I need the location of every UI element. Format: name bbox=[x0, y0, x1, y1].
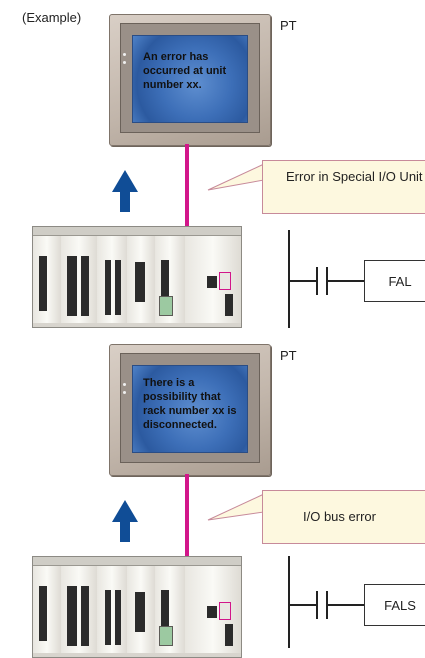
ladder-rung bbox=[326, 280, 364, 282]
contact-symbol-icon bbox=[316, 591, 318, 619]
contact-symbol-icon bbox=[316, 267, 318, 295]
up-arrow-icon bbox=[112, 500, 138, 522]
connection-cable bbox=[185, 474, 189, 608]
example-label: (Example) bbox=[22, 10, 82, 25]
ladder-rung bbox=[326, 604, 364, 606]
up-arrow-shaft bbox=[120, 192, 130, 212]
pt-led-icon bbox=[123, 53, 126, 56]
instruction-fals: FALS bbox=[364, 584, 425, 626]
plc-unit-1 bbox=[32, 226, 242, 328]
pt-screen-message: An error has occurred at unit number xx. bbox=[143, 51, 227, 91]
ladder-left-rail bbox=[288, 556, 290, 648]
pt-display-2: There is a possibility that rack number … bbox=[109, 344, 271, 476]
callout-io-bus-error: I/O bus error bbox=[262, 490, 425, 544]
pt-led-icon bbox=[123, 61, 126, 64]
pt-label: PT bbox=[280, 348, 297, 363]
callout-text: Error in Special I/O Unit bbox=[286, 169, 423, 184]
pt-screen: An error has occurred at unit number xx. bbox=[132, 35, 248, 123]
callout-error-special-io: Error in Special I/O Unit bbox=[262, 160, 425, 214]
ladder-rung bbox=[288, 604, 316, 606]
ladder-rung bbox=[288, 280, 316, 282]
callout-text: I/O bus error bbox=[303, 509, 376, 524]
pt-led-icon bbox=[123, 391, 126, 394]
pt-led-icon bbox=[123, 383, 126, 386]
pt-screen: There is a possibility that rack number … bbox=[132, 365, 248, 453]
up-arrow-shaft bbox=[120, 522, 130, 542]
connection-cable bbox=[185, 144, 189, 250]
pt-display-1: An error has occurred at unit number xx. bbox=[109, 14, 271, 146]
ladder-left-rail bbox=[288, 230, 290, 328]
plc-unit-2 bbox=[32, 556, 242, 658]
instruction-fal: FAL bbox=[364, 260, 425, 302]
pt-screen-message: There is a possibility that rack number … bbox=[143, 377, 237, 431]
pt-label: PT bbox=[280, 18, 297, 33]
up-arrow-icon bbox=[112, 170, 138, 192]
